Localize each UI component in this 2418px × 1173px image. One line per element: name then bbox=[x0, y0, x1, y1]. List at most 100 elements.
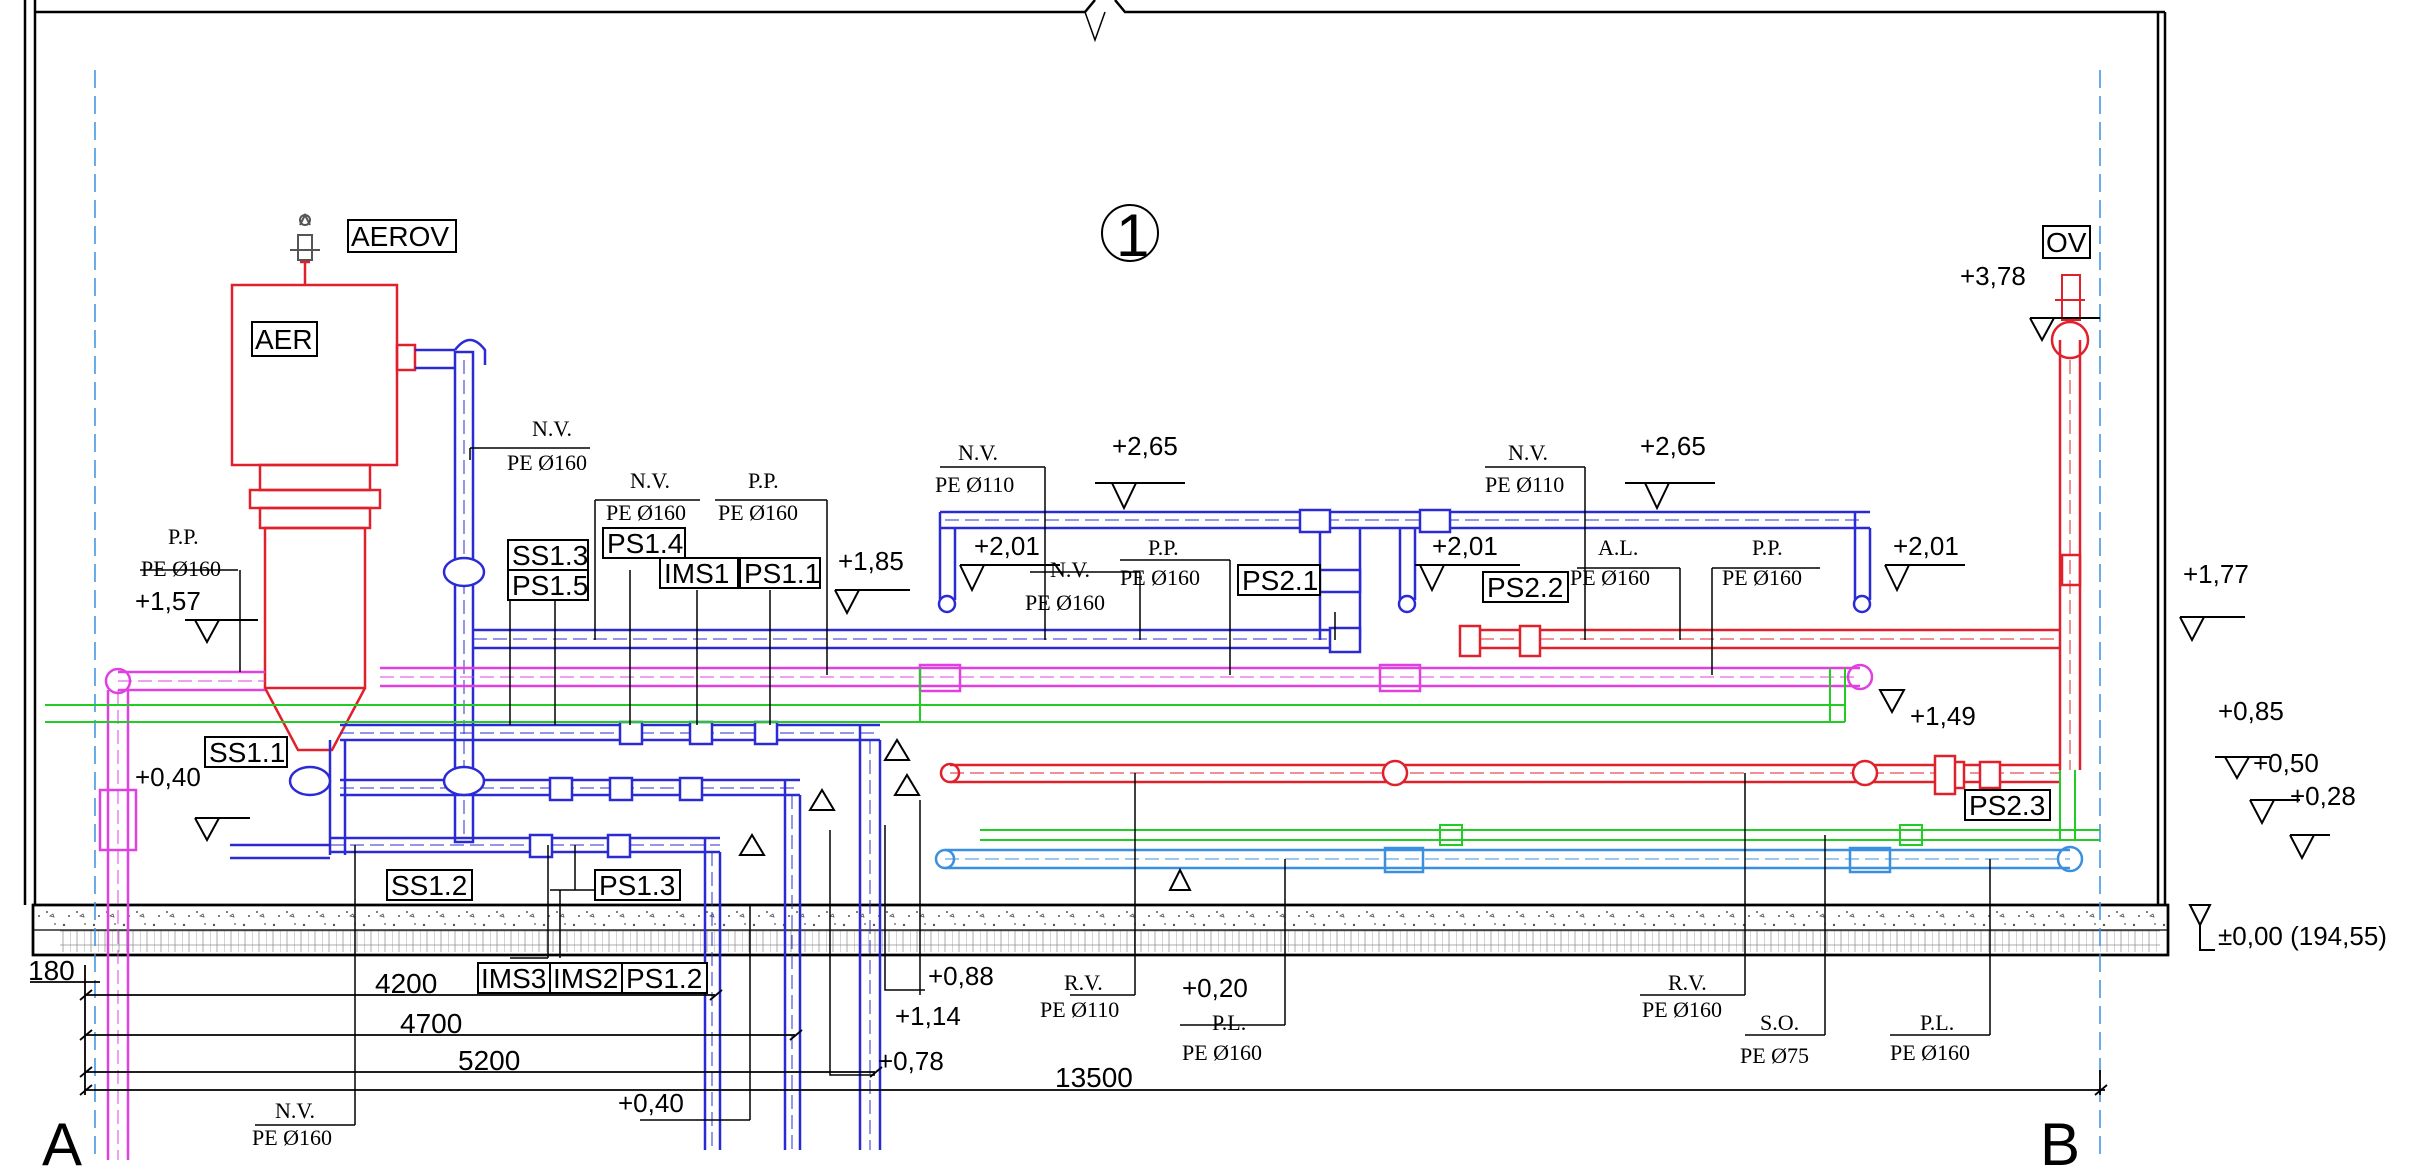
pipe-label-name: P.L. bbox=[1212, 1010, 1246, 1035]
dimension-4700: 4700 bbox=[400, 1008, 462, 1039]
axis-label-b: B bbox=[2040, 1111, 2080, 1173]
level-040-left: +0,40 bbox=[135, 762, 201, 792]
tag-ss1-2: SS1.2 bbox=[391, 870, 467, 901]
level-088: +0,88 bbox=[928, 961, 994, 991]
pipe-label-spec: PE Ø160 bbox=[1120, 565, 1200, 590]
pipe-label-spec: PE Ø110 bbox=[935, 472, 1014, 497]
tag-ps2-1: PS2.1 bbox=[1242, 565, 1318, 596]
pipes-green bbox=[45, 668, 2100, 846]
pipes-magenta bbox=[98, 663, 1874, 1160]
tag-ps1-1: PS1.1 bbox=[744, 558, 820, 589]
pipe-label-name: N.V. bbox=[532, 416, 572, 441]
tag-ps1-2: PS1.2 bbox=[626, 963, 702, 994]
tag-ps1-4: PS1.4 bbox=[607, 528, 683, 559]
leader-lines bbox=[140, 447, 1991, 1126]
level-201-a: +2,01 bbox=[974, 531, 1040, 561]
level-028: +0,28 bbox=[2290, 781, 2356, 811]
pipe-label-spec: PE Ø160 bbox=[1025, 590, 1105, 615]
level-201-c: +2,01 bbox=[1893, 531, 1959, 561]
ov-label: OV bbox=[2046, 227, 2087, 258]
pipe-label-nv110-b: N.V. PE Ø110 bbox=[1485, 440, 1564, 497]
pipe-label-name: R.V. bbox=[1668, 970, 1707, 995]
pipes-lightblue bbox=[934, 845, 2084, 874]
pipe-label-nv160-b: N.V. PE Ø160 bbox=[1025, 557, 1105, 615]
level-201-b: +2,01 bbox=[1432, 531, 1498, 561]
tag-ss1-1: SS1.1 bbox=[209, 737, 285, 768]
dimension-4200: 4200 bbox=[375, 968, 437, 999]
level-000: ±0,00 (194,55) bbox=[2218, 921, 2387, 951]
level-157: +1,57 bbox=[135, 586, 201, 616]
pipe-label-spec: PE Ø110 bbox=[1040, 997, 1119, 1022]
pipe-label-name: S.O. bbox=[1760, 1010, 1799, 1035]
pipe-label-name: N.V. bbox=[1050, 557, 1090, 582]
tag-ps2-2: PS2.2 bbox=[1487, 572, 1563, 603]
aer-label: AER bbox=[255, 324, 313, 355]
dimension-lines bbox=[30, 965, 2108, 1096]
aerator-tank bbox=[230, 260, 417, 752]
pipe-label-rv110: R.V. PE Ø110 bbox=[1040, 970, 1119, 1022]
pipe-label-spec: PE Ø160 bbox=[252, 1125, 332, 1150]
level-114: +1,14 bbox=[895, 1001, 961, 1031]
pipe-label-spec: PE Ø160 bbox=[1570, 565, 1650, 590]
valves-red bbox=[1381, 624, 2002, 796]
pipe-label-spec: PE Ø160 bbox=[1642, 997, 1722, 1022]
tag-ims1: IMS1 bbox=[664, 558, 729, 589]
dimension-5200: 5200 bbox=[458, 1045, 520, 1076]
level-040-bottom: +0,40 bbox=[618, 1088, 684, 1118]
level-265-b: +2,65 bbox=[1640, 431, 1706, 461]
pipe-label-pl160-b: P.L. PE Ø160 bbox=[1890, 1010, 1970, 1065]
level-078: +0,78 bbox=[878, 1046, 944, 1076]
dimension-13500: 13500 bbox=[1055, 1062, 1133, 1093]
pipe-centerlines-blue bbox=[330, 360, 1862, 1150]
pipe-label-name: P.P. bbox=[1752, 535, 1783, 560]
level-378: +3,78 bbox=[1960, 261, 2026, 291]
pipe-label-spec: PE Ø160 bbox=[1182, 1040, 1262, 1065]
tag-ps2-3: PS2.3 bbox=[1969, 790, 2045, 821]
pipe-label-rv160: R.V. PE Ø160 bbox=[1642, 970, 1722, 1022]
tag-ss1-3: SS1.3 bbox=[512, 540, 588, 571]
pipes-blue bbox=[230, 338, 1872, 1150]
pipe-label-pp160-a: P.P. PE Ø160 bbox=[718, 468, 798, 525]
dimension-180: 180 bbox=[28, 955, 75, 986]
level-085: +0,85 bbox=[2218, 696, 2284, 726]
pipe-label-nv160-a: N.V. PE Ø160 bbox=[606, 468, 686, 525]
pipe-label-name: N.V. bbox=[630, 468, 670, 493]
pipe-label-name: A.L. bbox=[1598, 535, 1638, 560]
level-020: +0,20 bbox=[1182, 973, 1248, 1003]
tag-ims2: IMS2 bbox=[553, 963, 618, 994]
pipe-label-name: R.V. bbox=[1064, 970, 1103, 995]
pipe-label-pp160-left: P.P. PE Ø160 bbox=[141, 524, 221, 581]
level-050: +0,50 bbox=[2253, 748, 2319, 778]
valves-blue bbox=[288, 508, 1452, 859]
ov-valve-icon bbox=[2055, 274, 2085, 321]
room-number: 1 bbox=[1116, 202, 1149, 269]
level-markers bbox=[185, 317, 2330, 951]
room-number-marker: 1 bbox=[1101, 202, 1159, 269]
room-outline bbox=[23, 0, 2167, 905]
pipe-label-spec: PE Ø160 bbox=[1890, 1040, 1970, 1065]
pipe-label-spec: PE Ø110 bbox=[1485, 472, 1564, 497]
pipe-centerlines-magenta bbox=[117, 676, 1860, 1160]
pipe-label-pp160-b: P.P. PE Ø160 bbox=[1120, 535, 1200, 590]
tag-ps1-5: PS1.5 bbox=[512, 570, 588, 601]
tag-ims3: IMS3 bbox=[481, 963, 546, 994]
pipe-label-spec: PE Ø160 bbox=[606, 500, 686, 525]
pipe-label-spec: PE Ø160 bbox=[1722, 565, 1802, 590]
pipe-label-pp160-c: P.P. PE Ø160 bbox=[1722, 535, 1802, 590]
pipe-label-name: N.V. bbox=[958, 440, 998, 465]
pipe-label-nv160-bottom: N.V. PE Ø160 bbox=[252, 1098, 332, 1150]
pipe-label-nv110-a: N.V. PE Ø110 bbox=[935, 440, 1014, 497]
level-149: +1,49 bbox=[1910, 701, 1976, 731]
equipment-tags bbox=[251, 219, 2091, 357]
floor-slab bbox=[31, 903, 2170, 957]
pipe-label-spec: PE Ø160 bbox=[718, 500, 798, 525]
level-177: +1,77 bbox=[2183, 559, 2249, 589]
pipe-label-spec: PE Ø160 bbox=[141, 556, 221, 581]
pipe-label-name: P.P. bbox=[168, 524, 199, 549]
pipe-label-name: P.L. bbox=[1920, 1010, 1954, 1035]
aerov-valve-icon bbox=[290, 212, 320, 261]
pipe-label-name: P.P. bbox=[748, 468, 779, 493]
pipe-label-spec: PE Ø160 bbox=[507, 450, 587, 475]
pipe-label-name: P.P. bbox=[1148, 535, 1179, 560]
